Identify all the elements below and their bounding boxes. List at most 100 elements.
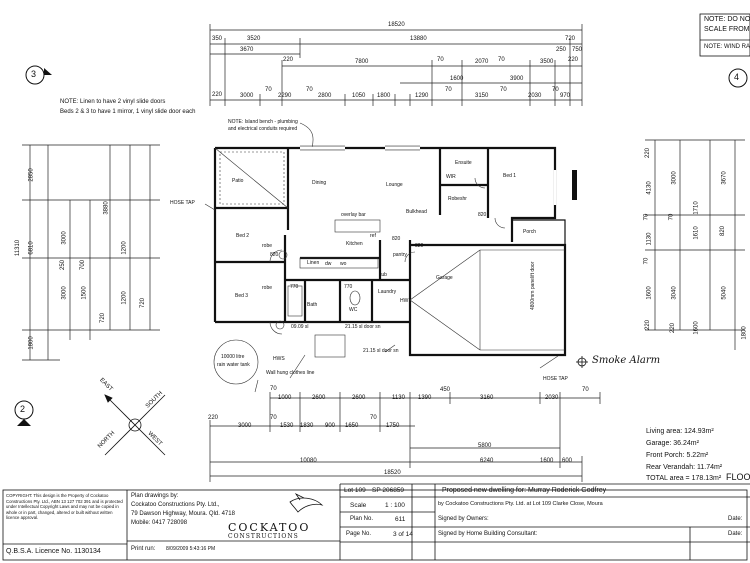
bottom-dim: 70 — [270, 386, 277, 392]
note-do-not-scale-2: SCALE FROM — [704, 26, 750, 33]
left-dim: 6810 — [28, 241, 35, 255]
lot-number: Lot 109 — [344, 487, 366, 494]
left-dim: 720 — [100, 312, 107, 324]
bottom-dim: 70 — [370, 415, 377, 421]
bulkhead-label: Bulkhead — [406, 209, 427, 215]
copyright-notice: COPYRIGHT: This design is the Property o… — [6, 493, 123, 520]
bottom-dim: 2030 — [545, 395, 559, 401]
total-area: TOTAL area = 178.13m² — [646, 475, 722, 482]
plan-no-label: Plan No. — [350, 516, 374, 522]
sill-note: 21.15 sl door sn — [345, 324, 381, 330]
linen-note-line2: Beds 2 & 3 to have 1 mirror, 1 vinyl sli… — [60, 109, 196, 115]
top-dim: 1050 — [352, 93, 366, 99]
bottom-dim: 5800 — [478, 443, 492, 449]
right-dim: 70 — [643, 257, 650, 265]
note-wind-rating: NOTE: WIND RA — [704, 44, 750, 50]
dishwasher-label: dw — [325, 261, 332, 267]
top-dim: 70 — [552, 87, 559, 93]
bottom-dim: 1830 — [300, 423, 314, 429]
logo-text: COCKATOO — [228, 521, 311, 534]
page-no-label: Page No. — [346, 531, 372, 537]
top-dim: 70 — [437, 57, 444, 63]
hw-label: HW — [400, 298, 409, 304]
garage-area: Garage: 36.24m² — [646, 440, 699, 447]
bottom-dim: 2600 — [352, 395, 366, 401]
top-dim: 3670 — [240, 47, 254, 53]
qbsa-licence: Q.B.S.A. Licence No. 1130134 — [6, 548, 101, 555]
top-dim: 2800 — [318, 93, 332, 99]
top-dim: 3900 — [510, 76, 524, 82]
bottom-dim: 3000 — [238, 423, 252, 429]
section-marker-left-label: 3 — [31, 69, 37, 79]
sill-note: 09.09 sl — [291, 324, 309, 330]
right-dim: 70 — [668, 213, 675, 221]
sp-number: SP 206859 — [372, 487, 405, 494]
room-wir: WIR — [446, 174, 456, 180]
shower-label: shr — [460, 196, 467, 202]
bottom-dim: 2600 — [312, 395, 326, 401]
garage-door-label: 4800mm panelift door — [530, 261, 536, 310]
island-note-line1: NOTE: Island bench - plumbing — [228, 119, 298, 125]
top-dim: 1290 — [415, 93, 429, 99]
by-line: by Cockatoo Constructions Pty. Ltd. at L… — [438, 501, 603, 507]
right-dim: 1610 — [693, 226, 700, 240]
top-dim: 2070 — [475, 59, 489, 65]
room-kitchen: Kitchen — [346, 241, 363, 247]
left-dim: 1200 — [121, 241, 128, 255]
right-dim: 1600 — [646, 286, 653, 300]
right-dim: 220 — [670, 322, 677, 334]
linen-label: Linen — [307, 260, 320, 266]
section-marker-bottom-label: 2 — [20, 404, 26, 414]
room-wc: WC — [349, 307, 358, 313]
right-dim: 4130 — [646, 181, 653, 195]
section-markers — [14, 65, 748, 426]
room-bed2: Bed 2 — [236, 233, 250, 239]
bottom-dim: 10080 — [300, 458, 317, 464]
door-width-label: 820 — [270, 252, 279, 258]
front-porch-area: Front Porch: 5.22m² — [646, 452, 709, 459]
bottom-dim: 220 — [208, 415, 219, 421]
right-dim: 1800 — [741, 326, 748, 340]
section-marker-right — [728, 68, 748, 88]
room-robe: Robe — [448, 196, 460, 202]
top-dim: 220 — [283, 57, 294, 63]
hose-tap-bottom-label: HOSE TAP — [543, 376, 568, 382]
top-dim-overall: 18520 — [388, 22, 405, 28]
left-dim: 1800 — [28, 336, 35, 350]
top-dim: 2290 — [278, 93, 292, 99]
top-dim: 3000 — [240, 93, 254, 99]
print-run-label: Print run: — [131, 546, 156, 552]
left-dim: 11310 — [15, 239, 22, 257]
right-dim: 3040 — [671, 286, 678, 300]
left-dim: 250 — [60, 259, 67, 271]
water-tank-circle — [213, 339, 259, 385]
bed1-window-mark — [572, 170, 577, 200]
bottom-dim: 1130 — [392, 395, 405, 401]
door-width-label: 770 — [344, 284, 353, 290]
page-no: 3 of 14 — [393, 531, 413, 538]
right-dim: 820 — [720, 225, 727, 237]
right-dim: 1710 — [693, 201, 700, 215]
room-laundry: Laundry — [378, 289, 397, 295]
plan-no: 611 — [395, 516, 406, 523]
room-bed1: Bed 1 — [503, 173, 517, 179]
top-dim: 7800 — [355, 59, 369, 65]
door-width-label: 820 — [415, 243, 424, 249]
left-dim: 1500 — [81, 286, 88, 300]
scale-label: Scale — [350, 502, 367, 509]
tub-label: tub — [380, 272, 387, 278]
bottom-dim: 1650 — [345, 423, 359, 429]
room-patio: Patio — [232, 178, 244, 184]
top-dim: 1600 — [450, 76, 464, 82]
bottom-dim: 1600 — [540, 458, 554, 464]
company-mobile: Mobile: 0417 728098 — [131, 520, 188, 526]
top-dim: 220 — [568, 57, 579, 63]
right-dim: 5040 — [721, 286, 728, 300]
room-dining: Dining — [312, 180, 327, 186]
top-dim: 70 — [500, 87, 507, 93]
cockatoo-logo-bird — [289, 492, 324, 513]
pantry-label: pantry — [393, 252, 407, 258]
date-label-consultant: Date: — [728, 531, 743, 537]
smoke-alarm-label: Smoke Alarm — [592, 355, 661, 366]
